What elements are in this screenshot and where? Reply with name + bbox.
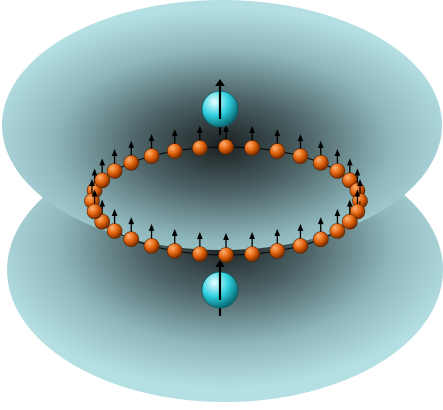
ring-atom-sphere	[245, 247, 260, 262]
ring-atom-sphere	[124, 232, 139, 247]
ring-atom-sphere	[124, 155, 139, 170]
ring-atom-sphere	[313, 155, 328, 170]
ring-atom-sphere	[107, 224, 122, 239]
ring-atom-sphere	[192, 247, 207, 262]
ring-atom-sphere	[144, 149, 159, 164]
ring-atom-sphere	[330, 224, 345, 239]
ring-atom-sphere	[107, 164, 122, 179]
ring-atom-sphere	[342, 214, 357, 229]
ring-atom-sphere	[144, 238, 159, 253]
ring-atom-sphere	[270, 243, 285, 258]
ring-atom-sphere	[95, 173, 110, 188]
ring-atom-sphere	[270, 144, 285, 159]
ring-atom-sphere	[293, 238, 308, 253]
ring-atom-sphere	[293, 149, 308, 164]
ring-atom-sphere	[313, 232, 328, 247]
ring-atom-sphere	[219, 248, 234, 263]
ring-atom-sphere	[245, 141, 260, 156]
ring-atom-sphere	[330, 164, 345, 179]
ring-atom-sphere	[167, 243, 182, 258]
ring-atom-sphere	[87, 204, 102, 219]
ring-atom-sphere	[167, 144, 182, 159]
ring-atom-sphere	[219, 140, 234, 155]
ring-atom-sphere	[192, 141, 207, 156]
